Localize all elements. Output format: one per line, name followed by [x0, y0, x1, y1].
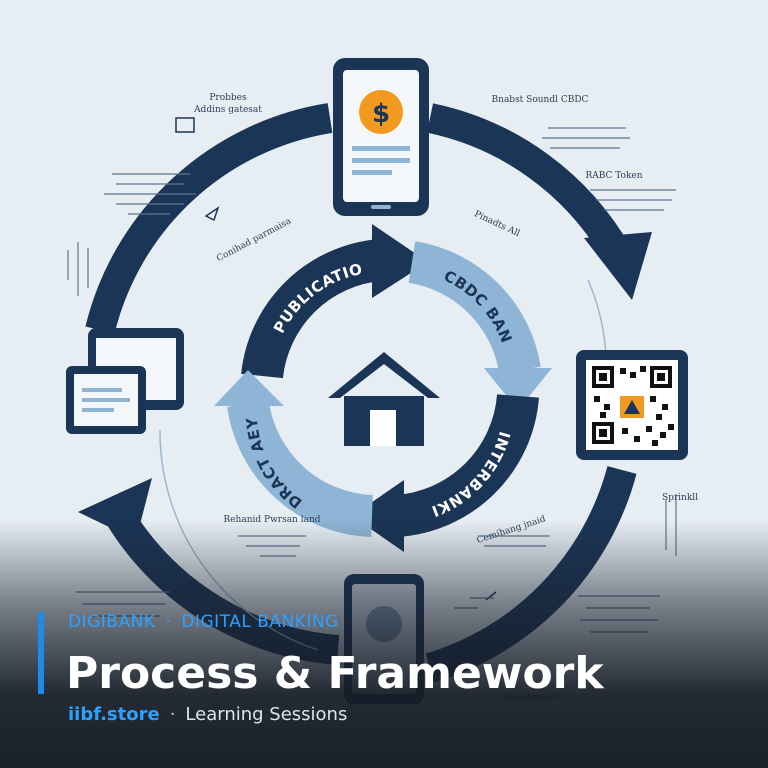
caption-gradient-overlay — [0, 520, 768, 768]
svg-text:PUBLICATION: PUBLICATION — [0, 0, 365, 336]
note-top-right-a: Bnabst Soundl CBDC — [492, 95, 589, 105]
page-title: Process & Framework — [66, 648, 604, 699]
eyebrow-left: DIGIBANK — [68, 612, 156, 632]
eyebrow-label: DIGIBANK · DIGITAL BANKING — [68, 612, 339, 632]
site-link[interactable]: iibf.store — [68, 704, 160, 725]
footer-subtitle: Learning Sessions — [185, 704, 348, 725]
outer-arrowhead-right — [584, 232, 652, 300]
ring-label-top-left: PUBLICATION — [0, 0, 364, 336]
note-top-left-b: Addins gatesat — [193, 105, 262, 115]
note-right-mid: Sprinkll — [662, 493, 698, 503]
phone-dollar-icon: $ — [333, 58, 429, 216]
note-top-left-a: Probbes — [209, 93, 247, 103]
ring-label-bottom-left: DRACT AEYS — [0, 0, 305, 512]
eyebrow-separator: · — [165, 612, 172, 632]
footer-line: iibf.store · Learning Sessions — [68, 704, 347, 725]
qr-code-icon — [576, 350, 688, 460]
footer-separator: · — [169, 704, 176, 725]
inner-ring — [214, 224, 552, 552]
house-icon — [328, 352, 440, 446]
accent-bar — [38, 612, 44, 694]
svg-text:DRACT AEYS: DRACT AEYS — [0, 0, 306, 512]
svg-text:$: $ — [372, 99, 390, 129]
note-inner-right: Pinadts All — [472, 209, 521, 239]
note-top-right-b: RABC Token — [585, 171, 642, 181]
note-inner-left: Conihad parmaisa — [215, 216, 294, 264]
chat-windows-icon — [66, 328, 184, 434]
eyebrow-right: DIGITAL BANKING — [181, 612, 339, 632]
